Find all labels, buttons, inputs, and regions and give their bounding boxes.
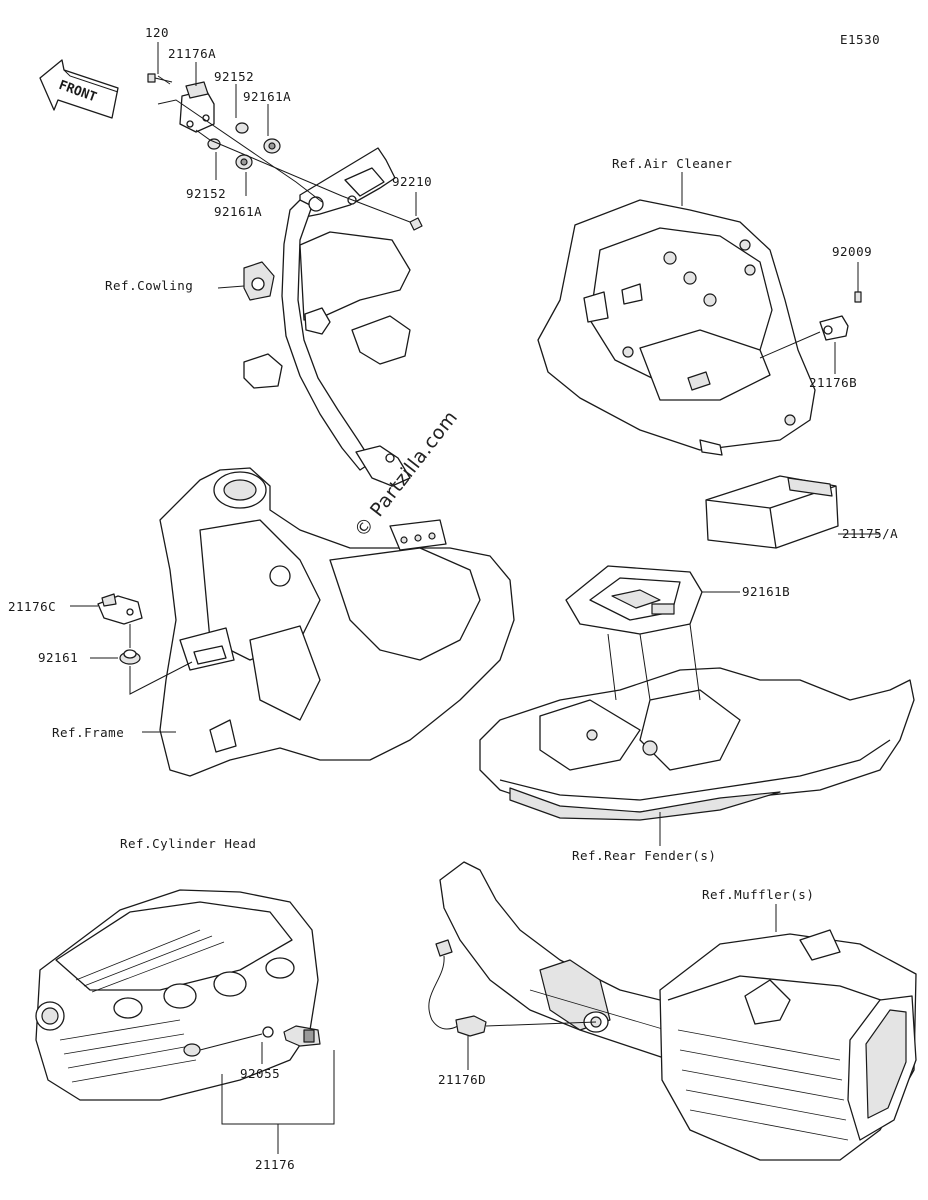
o2-sensor-21176D	[428, 939, 597, 1070]
sensor-21176B	[759, 262, 862, 374]
temp-sensor-21176	[199, 1025, 335, 1154]
cowling-stay-bracket	[243, 147, 411, 487]
label-92161: 92161	[38, 650, 79, 665]
label-21176D: 21176D	[438, 1072, 487, 1087]
air-cleaner-housing	[537, 199, 816, 456]
label-92152-top: 92152	[214, 69, 255, 84]
sensor-21176A	[179, 81, 215, 133]
cylinder-head	[35, 889, 319, 1101]
label-92161A-bottom: 92161A	[214, 204, 263, 219]
label-ref-rear-fender: Ref.Rear Fender(s)	[572, 848, 717, 863]
label-92055: 92055	[240, 1066, 281, 1081]
diagram-code: E1530	[840, 32, 881, 47]
label-92152-bottom: 92152	[186, 186, 227, 201]
front-arrow-icon: FRONT	[39, 59, 119, 119]
sensor-21176C	[70, 593, 193, 733]
label-21176B: 21176B	[809, 375, 858, 390]
label-ref-frame: Ref.Frame	[52, 725, 125, 740]
bolt-120	[147, 73, 173, 85]
label-92009: 92009	[832, 244, 873, 259]
label-21176A: 21176A	[168, 46, 217, 61]
label-ref-cylinder-head: Ref.Cylinder Head	[120, 836, 257, 851]
label-21176C: 21176C	[8, 599, 57, 614]
label-92161A-top: 92161A	[243, 89, 292, 104]
ecu-holder-92161B	[565, 565, 740, 635]
label-21176: 21176	[255, 1157, 296, 1172]
frame	[159, 467, 515, 777]
rear-fender	[479, 623, 915, 846]
label-ref-muffler: Ref.Muffler(s)	[702, 887, 815, 902]
grommets-92152-92161A	[207, 122, 423, 231]
label-ref-cowling: Ref.Cowling	[105, 278, 194, 293]
label-21175A: 21175/A	[842, 526, 899, 541]
label-92161B: 92161B	[742, 584, 791, 599]
label-ref-air-cleaner: Ref.Air Cleaner	[612, 156, 733, 171]
label-92210: 92210	[392, 174, 433, 189]
muffler	[659, 904, 917, 1161]
label-120: 120	[145, 25, 170, 40]
ecu-21175A	[705, 475, 880, 549]
